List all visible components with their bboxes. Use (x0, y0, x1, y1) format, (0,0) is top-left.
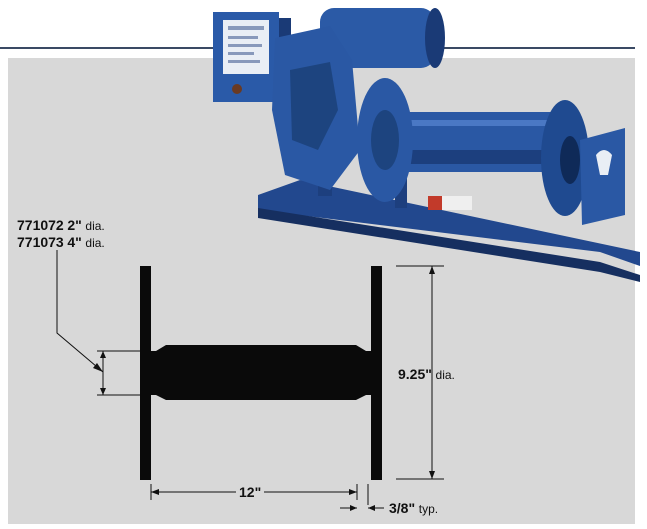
flange-label: 3/8" typ. (389, 500, 438, 517)
part-unit: dia. (85, 219, 105, 233)
part-size: 2" (67, 217, 82, 233)
part-size: 4" (67, 234, 82, 250)
base-rail (258, 180, 640, 266)
flange-value: 3/8" (389, 500, 416, 516)
diameter-label: 9.25" dia. (398, 366, 455, 383)
diameter-value: 9.25" (398, 366, 432, 382)
drum-silhouette (140, 266, 382, 480)
leader-line (56, 250, 104, 373)
motor (320, 8, 435, 68)
length-label: 12" (236, 484, 265, 501)
part-unit: dia. (85, 236, 105, 250)
part-label-2: 771073 4" dia. (17, 234, 105, 251)
length-value: 12" (239, 484, 262, 500)
part-number: 771072 (17, 217, 64, 233)
part-number: 771073 (17, 234, 64, 250)
end-bracket (580, 128, 625, 225)
flange-unit: typ. (418, 502, 439, 516)
part-label-1: 771072 2" dia. (17, 217, 105, 234)
diameter-unit: dia. (435, 368, 455, 382)
